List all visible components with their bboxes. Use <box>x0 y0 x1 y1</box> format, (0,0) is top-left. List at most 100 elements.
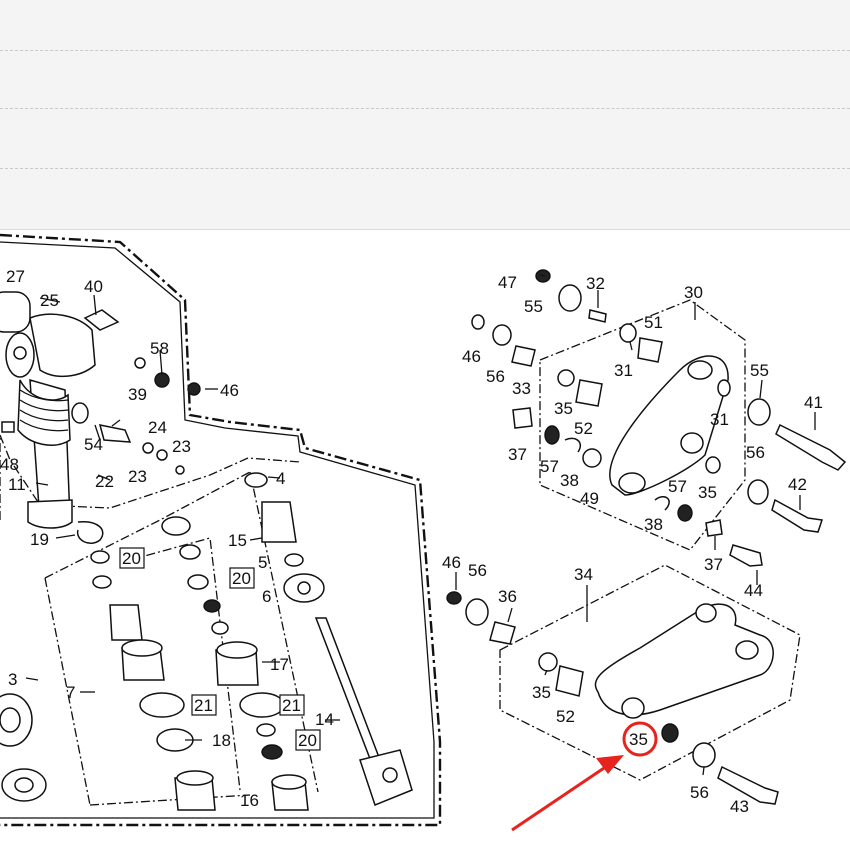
bolt-41 <box>775 423 847 471</box>
nut-20c <box>256 723 276 737</box>
part-label: 6 <box>262 587 271 606</box>
damper-rod-14 <box>314 617 381 766</box>
part-label: 21 <box>282 696 301 715</box>
valve-shim <box>187 574 209 590</box>
clip-23b <box>156 449 168 461</box>
part-label: 20 <box>232 569 251 588</box>
bolt-48 <box>1 421 15 433</box>
nut-46c <box>446 591 462 605</box>
part-label: 46 <box>220 381 239 400</box>
o-ring-21a <box>139 692 185 718</box>
part-label: 4 <box>276 469 285 488</box>
part-label: 42 <box>788 475 807 494</box>
part-label: 35 <box>698 483 717 502</box>
part-label: 43 <box>730 797 749 816</box>
o-ring-21b <box>239 692 285 718</box>
part-label: 57 <box>668 477 687 496</box>
divider-line <box>0 108 850 109</box>
bolt-42 <box>771 498 823 533</box>
clip-38a <box>564 437 582 453</box>
part-label: 39 <box>128 385 147 404</box>
part-label: 23 <box>172 437 191 456</box>
label-box <box>191 694 217 716</box>
part-label: 56 <box>746 443 765 462</box>
bolt-43 <box>717 765 779 805</box>
seal-57a <box>544 425 560 445</box>
collar-36 <box>489 621 516 645</box>
divider-line <box>0 168 850 169</box>
bearing-35c <box>538 652 558 672</box>
rear-shock-frame-outline <box>0 233 442 827</box>
part-label: 38 <box>644 515 663 534</box>
part-label: 7 <box>66 683 75 702</box>
part-label: 24 <box>148 418 167 437</box>
part-label: 54 <box>84 435 103 454</box>
collar-52b <box>555 665 584 697</box>
part-label: 37 <box>508 445 527 464</box>
part-label: 11 <box>8 475 26 494</box>
bearing-35a <box>557 369 575 387</box>
part-label: 34 <box>574 565 593 584</box>
part-label: 35 <box>532 683 551 702</box>
divider-line <box>0 50 850 51</box>
part-label: 52 <box>556 707 575 726</box>
link-34-outline <box>499 564 801 781</box>
part-label: 56 <box>690 783 709 802</box>
nut-46a <box>187 382 201 396</box>
part-label: 56 <box>486 367 505 386</box>
highlight-circle <box>622 721 658 757</box>
washer-55a <box>558 284 582 312</box>
bearing-35b <box>705 456 721 474</box>
part-label: 57 <box>540 457 559 476</box>
part-label: 35 <box>554 399 573 418</box>
valve-shim <box>179 544 201 560</box>
parts-diagram: 27 25 40 58 39 46 48 54 24 23 23 11 22 4… <box>0 233 847 832</box>
part-label: 44 <box>744 581 763 600</box>
shock-absorber <box>0 291 96 529</box>
part-label: 22 <box>95 472 114 491</box>
part-label: 51 <box>644 313 663 332</box>
part-label: 46 <box>462 347 481 366</box>
pin-32 <box>588 309 607 323</box>
bushing-31a <box>619 323 637 343</box>
part-label: 48 <box>0 455 19 474</box>
nut-58 <box>154 372 170 388</box>
snap-ring-19 <box>76 521 104 544</box>
top-band <box>0 0 850 230</box>
part-label: 52 <box>574 419 593 438</box>
label-box <box>229 567 255 589</box>
washer-56d <box>692 742 716 768</box>
part-label: 31 <box>710 410 729 429</box>
highlighted-part-label: 35 <box>629 730 648 749</box>
ring-5 <box>284 553 304 567</box>
part-label: 25 <box>40 291 59 310</box>
part-label: 33 <box>512 379 531 398</box>
part-label: 55 <box>750 361 769 380</box>
part-label: 55 <box>524 297 543 316</box>
seal-57b <box>677 504 693 522</box>
label-box <box>295 729 321 751</box>
part-label: 47 <box>498 273 517 292</box>
part-label: 20 <box>122 549 141 568</box>
collar-52a <box>575 379 603 407</box>
shim-20a <box>92 575 112 589</box>
part-label: 21 <box>194 696 213 715</box>
part-label: 18 <box>212 731 231 750</box>
link-plate-30 <box>609 355 729 496</box>
cap-4 <box>244 472 268 488</box>
shim-20a <box>90 550 110 564</box>
part-label: 5 <box>258 553 267 572</box>
washer-56a <box>492 324 512 346</box>
label-box <box>279 694 305 716</box>
collar-33 <box>511 345 536 367</box>
link-30-outline <box>539 299 746 551</box>
clip-23c <box>175 465 185 475</box>
clip-23a <box>142 442 154 454</box>
part-labels: 27 25 40 58 39 46 48 54 24 23 23 11 22 4… <box>0 267 823 816</box>
part-label: 19 <box>30 530 49 549</box>
band-edge <box>0 229 850 230</box>
washer-55b <box>747 398 771 426</box>
bearing-49 <box>582 448 602 468</box>
label-box <box>119 547 145 569</box>
clip-39 <box>134 357 146 369</box>
